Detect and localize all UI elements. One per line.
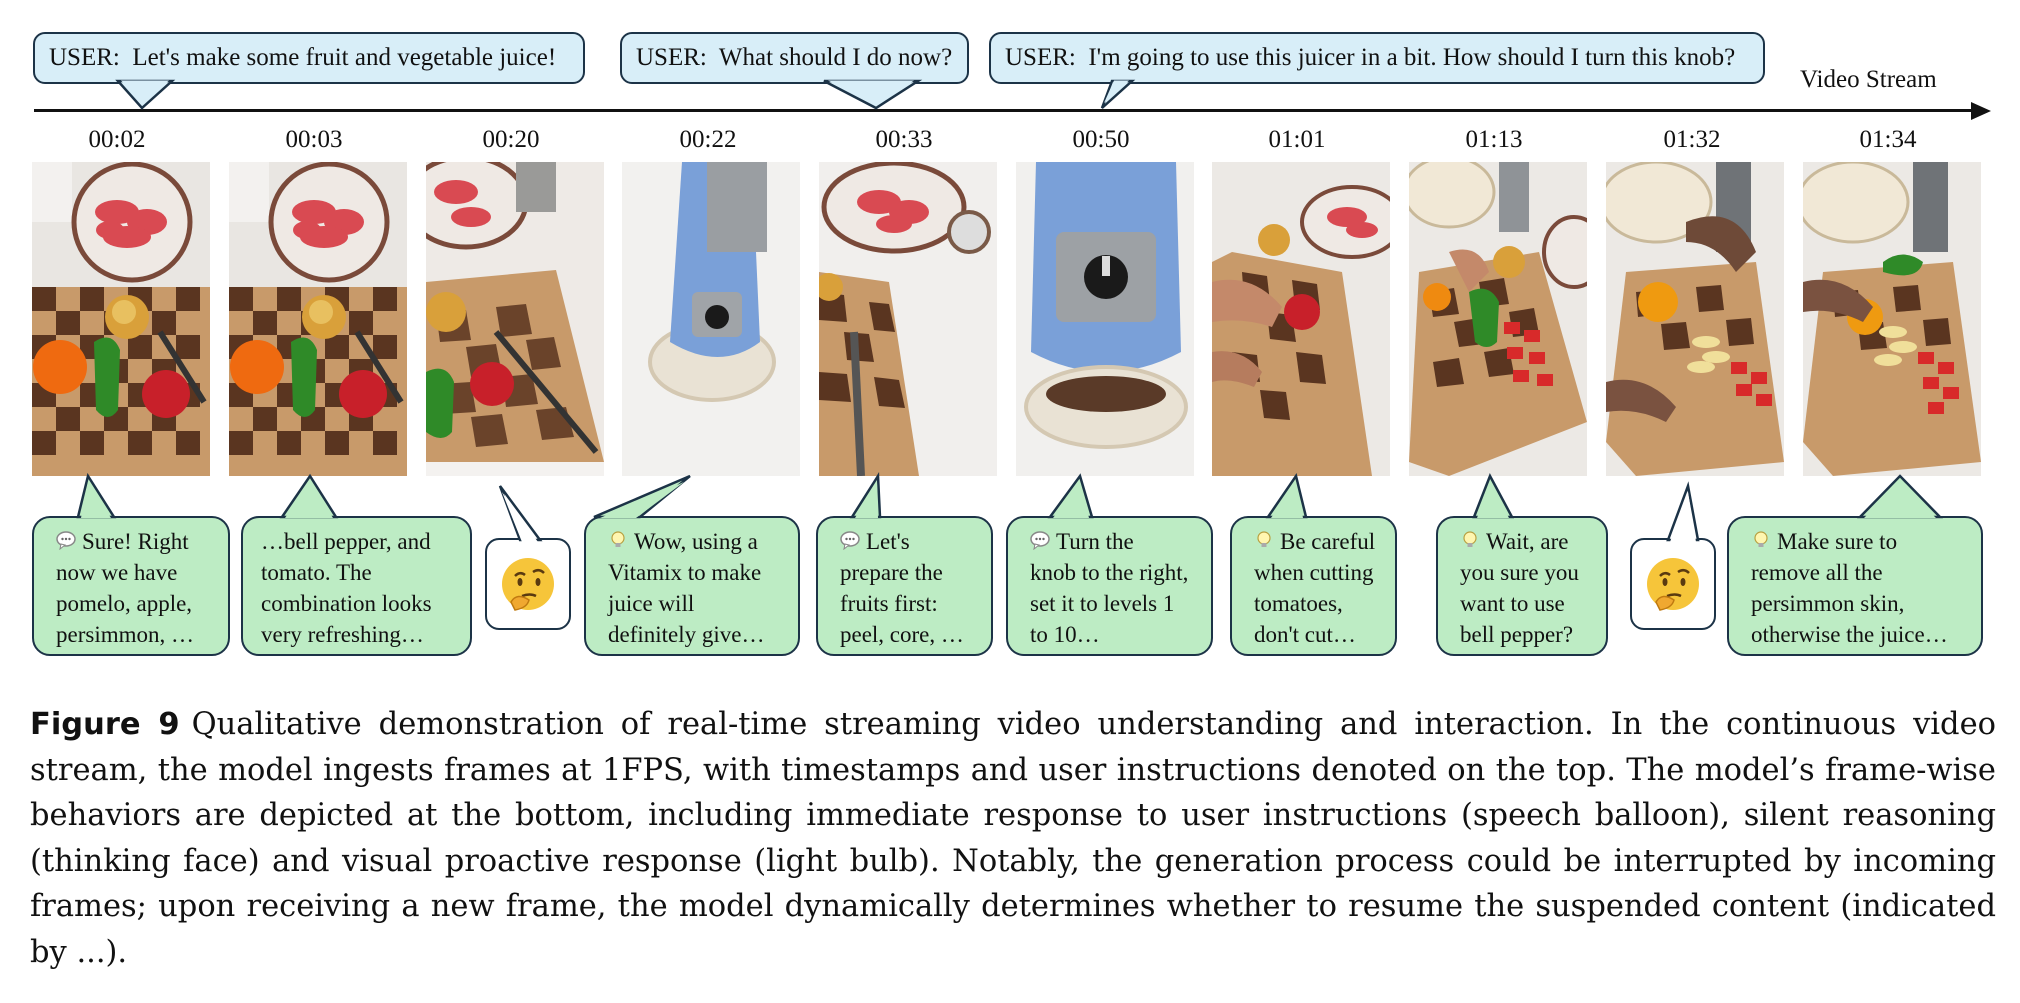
user-message-1: USER: Let's make some fruit and vegetabl… (33, 32, 585, 84)
video-frame-10 (1803, 162, 1981, 476)
response-line: otherwise the juice… (1751, 622, 1948, 647)
response-bubble-8: Make sure to remove all the persimmon sk… (1727, 516, 1983, 656)
timestamp: 01:34 (1859, 126, 1917, 153)
video-stream-label: Video Stream (1800, 66, 1937, 93)
response-line: Sure! Right (56, 526, 218, 557)
response-line: combination looks (261, 591, 432, 616)
video-frame-5 (819, 162, 997, 476)
arrow-head-icon (1971, 102, 1991, 120)
video-frame-4 (622, 162, 800, 476)
timestamp: 01:32 (1663, 126, 1721, 153)
video-frame-6 (1016, 162, 1194, 476)
response-line: Turn the (1030, 526, 1201, 557)
user-message-text: What should I do now? (718, 44, 953, 71)
response-line: definitely give… (608, 622, 765, 647)
speech-balloon-icon (1030, 531, 1050, 550)
response-line: bell pepper? (1460, 622, 1574, 647)
user-message-text: Let's make some fruit and vegetable juic… (132, 44, 557, 71)
video-frame-7 (1212, 162, 1390, 476)
response-line: now we have (56, 560, 178, 585)
response-bubble-3: Wow, using a Vitamix to make juice will … (584, 516, 800, 656)
light-bulb-icon (1754, 531, 1768, 547)
thinking-face-icon (1647, 558, 1699, 611)
response-line: want to use (1460, 591, 1565, 616)
light-bulb-icon (1257, 531, 1271, 547)
response-line: set it to levels 1 (1030, 591, 1175, 616)
response-line: …bell pepper, and (261, 529, 431, 554)
response-line: persimmon, … (56, 622, 194, 647)
video-frame-9 (1606, 162, 1784, 476)
response-bubble-2: …bell pepper, and tomato. The combinatio… (241, 516, 472, 656)
user-message-text: I'm going to use this juicer in a bit. H… (1088, 44, 1736, 71)
response-bubble-7: Wait, are you sure you want to use bell … (1436, 516, 1608, 656)
response-line: Make sure to (1751, 526, 1971, 557)
response-line: tomatoes, (1254, 591, 1343, 616)
video-frame-3 (426, 162, 604, 476)
speech-balloon-icon (56, 531, 76, 550)
thinking-bubble-2 (1630, 538, 1716, 630)
video-frame-1 (32, 162, 210, 476)
response-line: Wait, are (1460, 526, 1596, 557)
user-message-2: USER: What should I do now? (620, 32, 969, 84)
response-line: remove all the (1751, 560, 1883, 585)
response-line: prepare the (840, 560, 943, 585)
speech-balloon-icon (840, 531, 860, 550)
response-line: juice will (608, 591, 695, 616)
response-bubble-4: Let's prepare the fruits first: peel, co… (816, 516, 993, 656)
response-tail-joins (81, 482, 1936, 542)
timestamp: 00:22 (679, 126, 737, 153)
response-line: to 10… (1030, 622, 1100, 647)
response-bubble-6: Be careful when cutting tomatoes, don't … (1230, 516, 1397, 656)
video-stream-axis (34, 109, 1974, 112)
light-bulb-icon (1463, 531, 1477, 547)
timestamp: 00:50 (1072, 126, 1130, 153)
response-bubble-1: Sure! Right now we have pomelo, apple, p… (32, 516, 230, 656)
figure-label: Figure 9 (30, 707, 180, 742)
response-line: Wow, using a (608, 526, 788, 557)
light-bulb-icon (611, 531, 625, 547)
thinking-bubble-1 (485, 538, 571, 630)
timestamp: 01:01 (1268, 126, 1326, 153)
thinking-face-icon (502, 558, 554, 611)
response-line: knob to the right, (1030, 560, 1189, 585)
response-line: tomato. The (261, 560, 372, 585)
response-line: Let's (840, 526, 981, 557)
response-line: peel, core, … (840, 622, 964, 647)
timestamp: 00:20 (482, 126, 540, 153)
response-line: persimmon skin, (1751, 591, 1905, 616)
response-line: pomelo, apple, (56, 591, 193, 616)
timestamp: 00:33 (875, 126, 933, 153)
user-speaker-label: USER: (49, 44, 120, 71)
timestamp: 00:03 (285, 126, 343, 153)
response-line: Be careful (1254, 526, 1385, 557)
video-frame-8 (1409, 162, 1587, 476)
user-speaker-label: USER: (636, 44, 707, 71)
response-line: very refreshing… (261, 622, 424, 647)
caption-text: Qualitative demonstration of real-time s… (30, 707, 1996, 970)
response-line: when cutting (1254, 560, 1374, 585)
timestamp: 01:13 (1465, 126, 1523, 153)
response-line: you sure you (1460, 560, 1579, 585)
response-line: don't cut… (1254, 622, 1356, 647)
video-frame-2 (229, 162, 407, 476)
user-bubble-tail-joins (121, 80, 1129, 105)
timestamp: 00:02 (88, 126, 146, 153)
user-message-3: USER: I'm going to use this juicer in a … (989, 32, 1765, 84)
response-bubble-5: Turn the knob to the right, set it to le… (1006, 516, 1213, 656)
response-line: Vitamix to make (608, 560, 762, 585)
response-line: fruits first: (840, 591, 938, 616)
user-speaker-label: USER: (1005, 44, 1076, 71)
